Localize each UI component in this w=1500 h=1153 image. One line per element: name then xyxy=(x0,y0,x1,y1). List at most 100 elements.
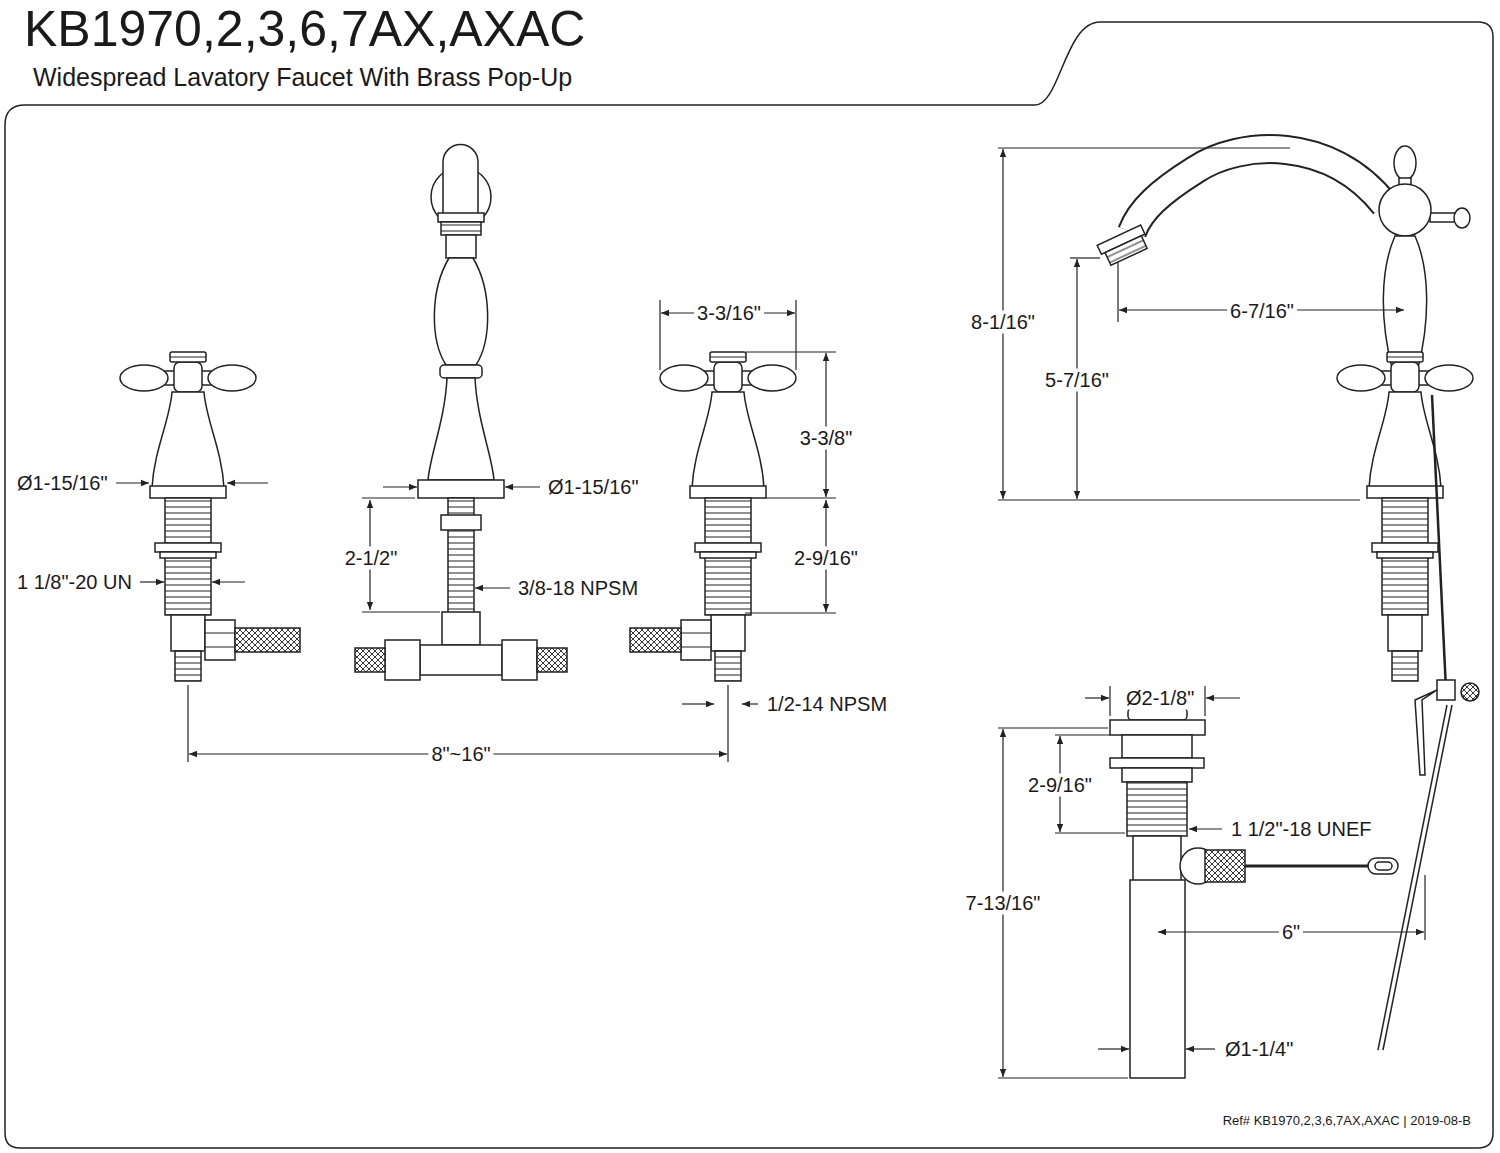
dimension-lines xyxy=(998,499,1360,500)
dimension-lines xyxy=(1055,734,1110,735)
dimension-label: 2-9/16" xyxy=(791,547,861,570)
drawing-title: KB1970,2,3,6,7AX,AXAC xyxy=(24,1,585,59)
faucet-side-view xyxy=(1379,184,1431,236)
pop-up-drain xyxy=(1110,758,1204,768)
dimension-label: Ø2-1/8" xyxy=(1123,687,1197,710)
dimension-label: Ø1-15/16" xyxy=(545,476,642,499)
faucet-side-view xyxy=(1430,213,1455,222)
spout-front-view xyxy=(355,145,567,681)
dimension-label: 1 1/8"-20 UN xyxy=(14,571,135,594)
reference-note: Ref# KB1970,2,3,6,7AX,AXAC | 2019-08-B xyxy=(1220,1114,1474,1129)
dimension-lines xyxy=(659,300,660,370)
pop-up-drain xyxy=(1375,862,1392,870)
dimension-lines xyxy=(1055,832,1125,833)
dimension-lines xyxy=(745,612,836,613)
pop-up-drain xyxy=(1122,735,1192,758)
faucet-side-view xyxy=(1454,208,1470,228)
faucet-side-view xyxy=(1378,705,1447,1050)
dimension-lines xyxy=(825,353,826,497)
dimension-label: 2-9/16" xyxy=(1025,774,1095,797)
dimension-lines xyxy=(505,486,540,487)
dimension-label: 6" xyxy=(1279,921,1303,944)
spout-front-view xyxy=(438,213,484,222)
drawing-subtitle: Widespread Lavatory Faucet With Brass Po… xyxy=(30,63,575,92)
dimension-label: 8-1/16" xyxy=(968,311,1038,334)
spout-front-view xyxy=(441,515,481,530)
left-handle-valve xyxy=(205,620,235,660)
dimension-label: 3-3/16" xyxy=(694,302,764,325)
left-handle-valve xyxy=(120,352,300,681)
pop-up-drain xyxy=(1245,865,1368,868)
left-handle-valve xyxy=(205,633,235,634)
right-handle-valve xyxy=(681,633,711,634)
faucet-side-view xyxy=(1383,236,1426,368)
dimension-lines xyxy=(1186,1048,1215,1049)
dimension-lines xyxy=(998,1077,1128,1078)
spout-front-view xyxy=(385,640,420,680)
dimension-lines xyxy=(1189,828,1222,829)
faucet-side-view xyxy=(1415,690,1437,775)
right-handle-valve xyxy=(630,628,681,652)
dimension-label: 1/2-14 NPSM xyxy=(764,693,890,716)
spout-front-view xyxy=(502,640,537,680)
faucet-side-view xyxy=(1132,149,1385,232)
dimension-lines xyxy=(766,497,836,498)
dimension-lines xyxy=(727,685,728,762)
dimension-label: 8"~16" xyxy=(428,743,493,766)
dimension-lines xyxy=(187,685,188,762)
dimension-lines xyxy=(116,482,149,483)
dimension-lines xyxy=(362,611,440,612)
faucet-side-view xyxy=(1105,236,1147,266)
dimension-label: 3/8-18 NPSM xyxy=(515,577,641,600)
sheet-frame xyxy=(5,22,1493,1148)
dimension-lines xyxy=(682,703,714,704)
faucet-side-view xyxy=(1437,680,1455,700)
faucet-side-view xyxy=(1337,352,1473,681)
dimension-lines xyxy=(1098,1048,1129,1049)
left-handle-valve xyxy=(205,647,235,648)
spout-front-view xyxy=(440,365,482,378)
dimension-lines xyxy=(475,587,510,588)
spout-front-view xyxy=(446,235,476,258)
dimension-lines xyxy=(1085,697,1109,698)
faucet-side-view xyxy=(1097,225,1151,267)
dimension-lines xyxy=(998,727,1108,728)
spout-front-view xyxy=(420,645,502,675)
dimension-lines xyxy=(746,351,836,352)
dimension-lines xyxy=(1424,875,1425,940)
dimension-lines xyxy=(1206,697,1240,698)
pop-up-drain xyxy=(1128,708,1187,720)
dimension-lines xyxy=(227,482,268,483)
pop-up-drain xyxy=(1130,880,1185,1078)
right-handle-valve xyxy=(681,647,711,648)
pop-up-drain xyxy=(1122,768,1192,782)
pop-up-drain xyxy=(1110,720,1205,735)
dimension-lines xyxy=(1070,257,1100,258)
faucet-side-view xyxy=(1432,395,1446,690)
faucet-side-view xyxy=(1383,705,1452,1050)
spout-front-view xyxy=(441,222,481,235)
pop-up-drain xyxy=(1133,836,1181,886)
dimension-label: 7-13/16" xyxy=(963,892,1044,915)
dimension-lines xyxy=(362,497,415,498)
spout-front-view xyxy=(418,480,504,498)
dimension-label: 3-3/8" xyxy=(797,427,856,450)
dimension-lines xyxy=(1109,686,1110,716)
pop-up-drain xyxy=(1368,858,1398,874)
sheet-frame xyxy=(5,22,1493,1148)
faucet-side-view xyxy=(1132,149,1385,232)
faucet-side-view xyxy=(1394,146,1416,180)
spout-front-view xyxy=(428,378,494,480)
dimension-label: Ø1-15/16" xyxy=(14,472,111,495)
spout-front-view xyxy=(355,648,385,672)
dimension-lines xyxy=(212,581,245,582)
dimension-label: 2-1/2" xyxy=(342,547,401,570)
dimension-lines xyxy=(795,300,796,370)
faucet-side-view xyxy=(1461,683,1479,701)
dimension-label: 6-7/16" xyxy=(1227,300,1297,323)
spout-front-view xyxy=(442,612,480,645)
left-handle-valve xyxy=(235,628,300,652)
